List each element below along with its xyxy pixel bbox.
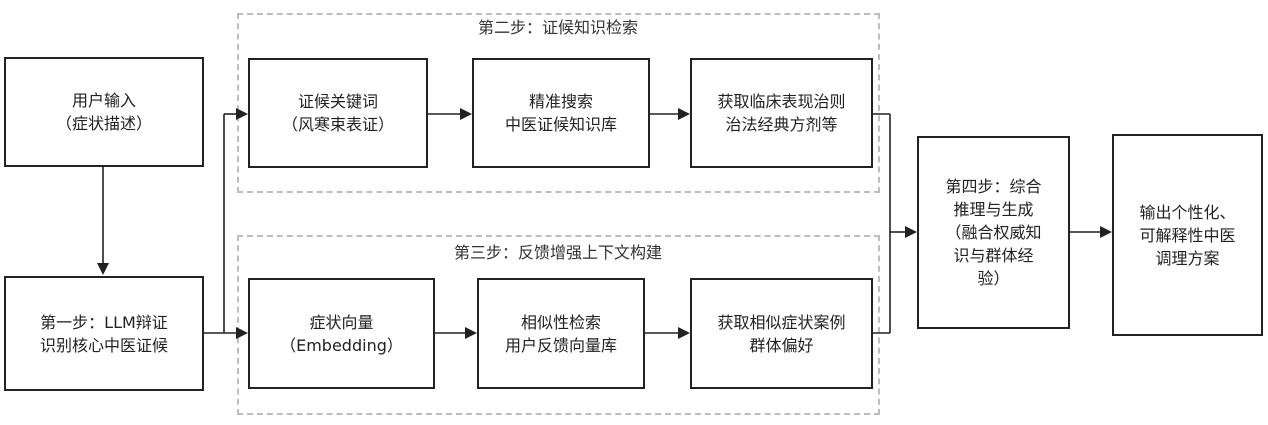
similarity-search-box: 相似性检索 用户反馈向量库: [477, 278, 645, 389]
similar-cases-box: 获取相似症状案例 群体偏好: [690, 278, 873, 389]
step2-group-title: 第二步：证候知识检索: [477, 18, 639, 37]
output-box: 输出个性化、 可解释性中医 调理方案: [1112, 134, 1263, 336]
symptom-keywords-box: 证候关键词 （风寒束表证）: [248, 58, 428, 168]
symptom-vector-box: 症状向量 （Embedding）: [248, 278, 435, 389]
step1-box: 第一步：LLM辩证 识别核心中医证候: [4, 276, 204, 391]
clinical-info-box: 获取临床表现治则 治法经典方剂等: [690, 58, 873, 168]
step3-group: [237, 235, 880, 415]
step4-box: 第四步：综合 推理与生成 （融合权威知 识与群体经 验）: [917, 136, 1070, 329]
user-input-box: 用户输入 （症状描述）: [4, 57, 204, 167]
precise-search-box: 精准搜索 中医证候知识库: [472, 58, 650, 168]
step2-group: [237, 13, 880, 193]
step3-group-title: 第三步：反馈增强上下文构建: [453, 243, 663, 262]
